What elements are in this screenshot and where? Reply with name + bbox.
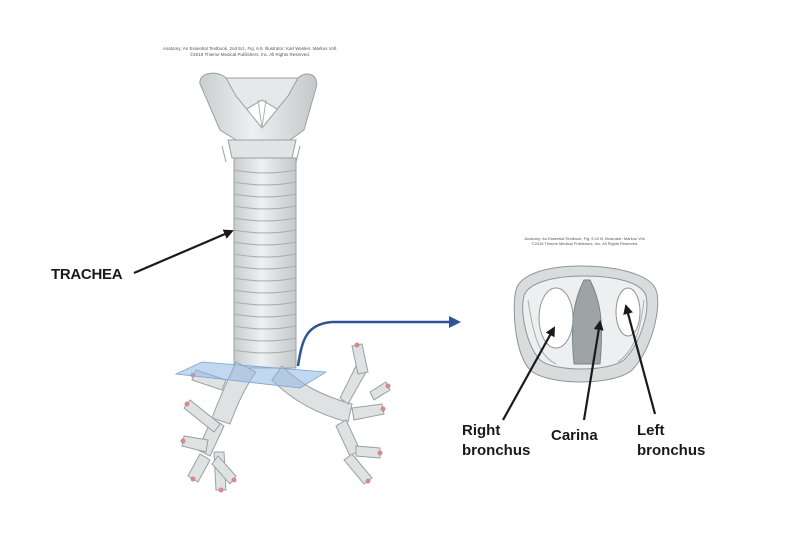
trachea [233,157,297,369]
right-bronchus-pointer-arrow [502,326,555,421]
credit-line: Anatomy: An Essential Textbook, 2nd Ed.,… [162,46,338,51]
label-line: Left [637,422,665,439]
trachea-label: TRACHEA [51,266,123,283]
larynx [199,72,318,163]
label-line: Right [462,422,501,439]
section-plane [174,361,328,389]
label-line: bronchus [637,442,706,459]
left-bronchus-label: Left bronchus [637,421,705,461]
carina-label: Carina [551,427,598,444]
right-bronchus-label: Right bronchus [462,421,530,461]
trachea-figure-credit: Anatomy: An Essential Textbook, 2nd Ed.,… [115,46,385,58]
carina-cross-section [513,265,659,383]
label-line: bronchus [462,442,531,459]
carina-figure-credit: Anatomy: An Essential Textbook, Fig. 6.1… [480,236,690,246]
left-bronchus-pointer-arrow [623,304,657,415]
link-arrow [296,316,461,367]
credit-line: Anatomy: An Essential Textbook, Fig. 6.1… [524,236,646,241]
credit-line: ©2016 Thieme Medical Publishers, Inc. Al… [189,52,311,57]
carina-pointer-arrow [582,320,604,421]
credit-line: ©2016 Thieme Medical Publishers, Inc. Al… [531,241,639,246]
trachea-pointer-arrow [133,229,234,275]
